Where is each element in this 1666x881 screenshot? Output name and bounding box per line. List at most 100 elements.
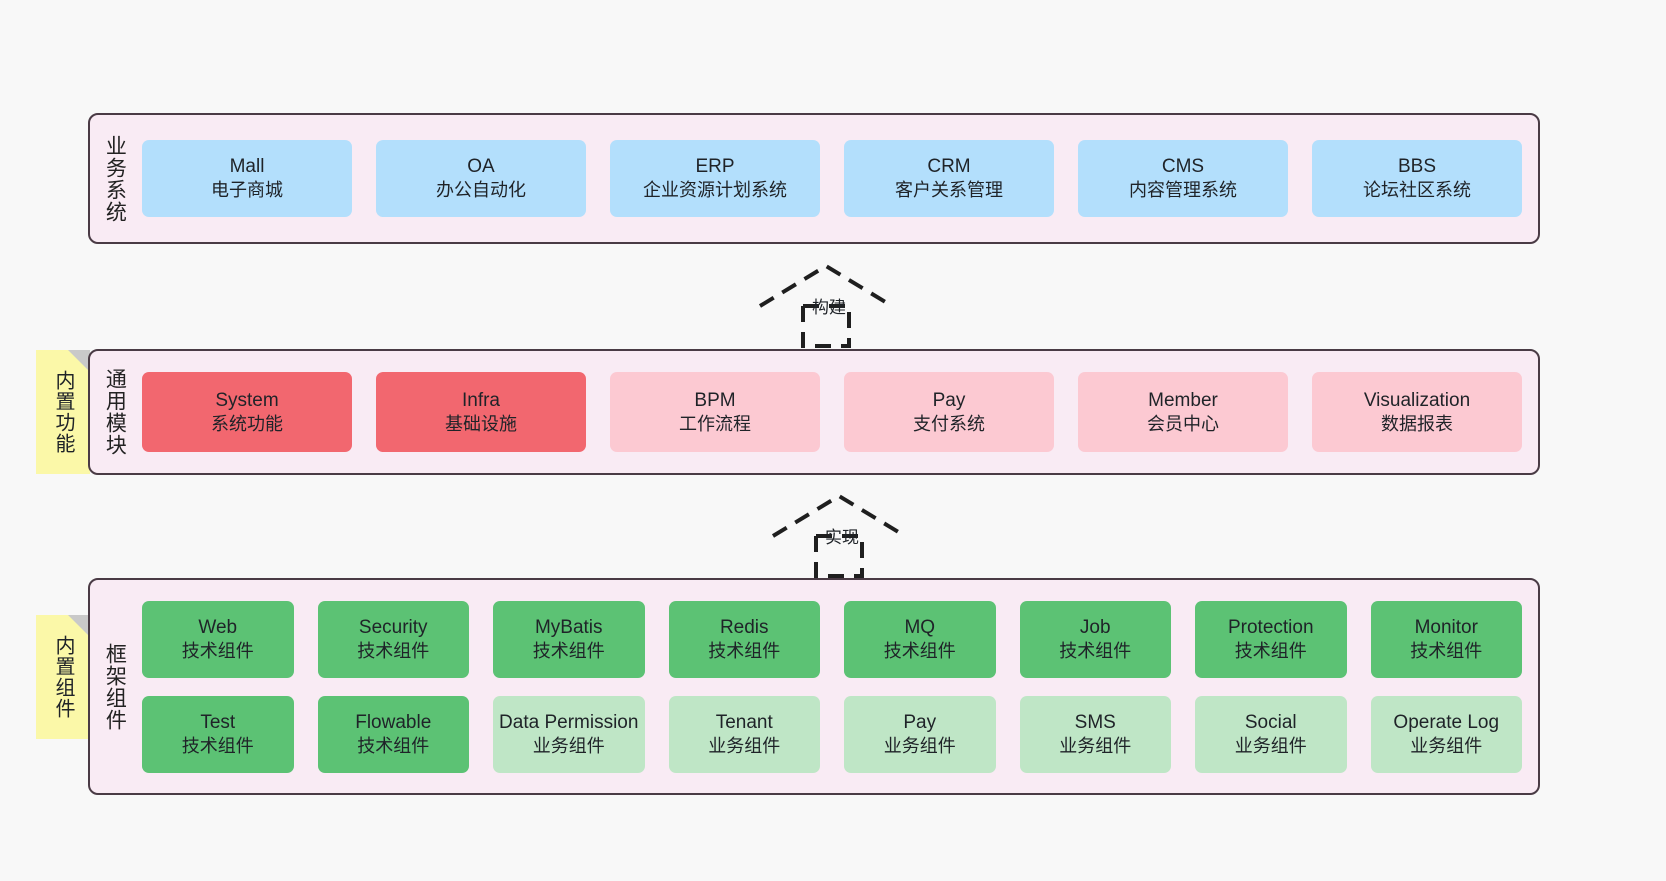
node-title: MyBatis [534, 616, 603, 638]
node-title: BPM [694, 389, 736, 411]
note-label: 内置组件 [52, 635, 74, 719]
node-subtitle: 业务组件 [1234, 735, 1307, 756]
node-operate-log[interactable]: Operate Log 业务组件 [1370, 695, 1522, 773]
node-subtitle: 业务组件 [1410, 735, 1483, 756]
node-title: Redis [719, 616, 769, 638]
node-subtitle: 内容管理系统 [1129, 180, 1237, 201]
node-subtitle: 客户关系管理 [895, 180, 1003, 201]
node-mybatis[interactable]: MyBatis 技术组件 [493, 600, 645, 678]
node-row: Mall 电子商城 OA 办公自动化 ERP 企业资源计划系统 CRM 客户关系… [142, 140, 1522, 217]
node-title: CRM [927, 156, 971, 178]
node-bpm[interactable]: BPM 工作流程 [610, 372, 820, 452]
node-subtitle: 技术组件 [181, 640, 254, 661]
note-builtin-features: 内置功能 [36, 350, 90, 474]
node-title: Pay [903, 711, 937, 733]
node-subtitle: 论坛社区系统 [1363, 180, 1471, 201]
node-subtitle: 技术组件 [1234, 640, 1307, 661]
layer-body-common-modules: System 系统功能 Infra 基础设施 BPM 工作流程 Pay 支付系统… [138, 351, 1538, 473]
node-title: Test [200, 711, 236, 733]
node-protection[interactable]: Protection 技术组件 [1195, 600, 1347, 678]
node-subtitle: 工作流程 [679, 413, 751, 434]
node-security[interactable]: Security 技术组件 [317, 600, 469, 678]
node-bbs[interactable]: BBS 论坛社区系统 [1312, 140, 1522, 217]
node-member[interactable]: Member 会员中心 [1078, 372, 1288, 452]
node-pay-component[interactable]: Pay 业务组件 [844, 695, 996, 773]
node-system[interactable]: System 系统功能 [142, 372, 352, 452]
node-title: Protection [1227, 616, 1314, 638]
node-monitor[interactable]: Monitor 技术组件 [1370, 600, 1522, 678]
layer-title-framework-components: 框架组件 [103, 642, 127, 731]
node-subtitle: 电子商城 [211, 180, 283, 201]
node-subtitle: 技术组件 [181, 735, 254, 756]
note-fold-corner [68, 350, 90, 372]
node-subtitle: 技术组件 [883, 640, 956, 661]
node-subtitle: 办公自动化 [436, 180, 526, 201]
node-test[interactable]: Test 技术组件 [142, 695, 294, 773]
node-title: Mall [229, 156, 265, 178]
node-mall[interactable]: Mall 电子商城 [142, 140, 352, 217]
node-subtitle: 企业资源计划系统 [643, 180, 787, 201]
node-title: Monitor [1414, 616, 1478, 638]
layer-title-common-modules: 通用模块 [103, 368, 127, 456]
node-title: Pay [932, 389, 966, 411]
layer-business-systems: 业务系统 Mall 电子商城 OA 办公自动化 ERP 企业资源计划系统 CRM… [88, 113, 1540, 244]
note-label: 内置功能 [52, 370, 74, 454]
node-title: System [215, 389, 279, 411]
note-builtin-components: 内置组件 [36, 615, 90, 739]
node-title: Social [1244, 711, 1297, 733]
node-title: SMS [1074, 711, 1116, 733]
node-flowable[interactable]: Flowable 技术组件 [317, 695, 469, 773]
node-subtitle: 业务组件 [883, 735, 956, 756]
node-mq[interactable]: MQ 技术组件 [844, 600, 996, 678]
layer-body-framework-components: Web 技术组件 Security 技术组件 MyBatis 技术组件 Redi… [138, 580, 1538, 793]
node-crm[interactable]: CRM 客户关系管理 [844, 140, 1054, 217]
node-pay-module[interactable]: Pay 支付系统 [844, 372, 1054, 452]
node-oa[interactable]: OA 办公自动化 [376, 140, 586, 217]
node-row: System 系统功能 Infra 基础设施 BPM 工作流程 Pay 支付系统… [142, 372, 1522, 452]
node-title: Job [1079, 616, 1111, 638]
note-fold-corner [68, 615, 90, 637]
node-social[interactable]: Social 业务组件 [1195, 695, 1347, 773]
layer-framework-components: 框架组件 Web 技术组件 Security 技术组件 MyBatis 技术组件… [88, 578, 1540, 795]
node-tenant[interactable]: Tenant 业务组件 [668, 695, 820, 773]
node-title: Operate Log [1393, 711, 1500, 733]
node-title: Security [358, 616, 428, 638]
node-title: Visualization [1363, 389, 1471, 411]
node-subtitle: 系统功能 [211, 413, 283, 434]
node-title: MQ [904, 616, 936, 638]
node-title: Web [198, 616, 238, 638]
connector-implement-label: 实现 [825, 528, 859, 547]
node-visualization[interactable]: Visualization 数据报表 [1312, 372, 1522, 452]
node-row: Test 技术组件 Flowable 技术组件 Data Permission … [142, 695, 1522, 773]
node-data-permission[interactable]: Data Permission 业务组件 [493, 695, 645, 773]
node-subtitle: 数据报表 [1381, 413, 1453, 434]
node-subtitle: 业务组件 [1059, 735, 1132, 756]
node-title: BBS [1397, 156, 1437, 178]
layer-common-modules: 通用模块 System 系统功能 Infra 基础设施 BPM 工作流程 Pay… [88, 349, 1540, 475]
node-subtitle: 技术组件 [1410, 640, 1483, 661]
node-infra[interactable]: Infra 基础设施 [376, 372, 586, 452]
node-job[interactable]: Job 技术组件 [1019, 600, 1171, 678]
node-cms[interactable]: CMS 内容管理系统 [1078, 140, 1288, 217]
node-redis[interactable]: Redis 技术组件 [668, 600, 820, 678]
node-subtitle: 业务组件 [532, 735, 605, 756]
node-title: Data Permission [499, 711, 639, 733]
node-subtitle: 会员中心 [1147, 413, 1219, 434]
node-subtitle: 支付系统 [913, 413, 985, 434]
layer-title-business-systems: 业务系统 [103, 134, 127, 223]
node-sms[interactable]: SMS 业务组件 [1019, 695, 1171, 773]
node-title: Tenant [715, 711, 773, 733]
connector-build-label: 构建 [812, 298, 846, 317]
node-row: Web 技术组件 Security 技术组件 MyBatis 技术组件 Redi… [142, 600, 1522, 678]
node-title: Flowable [355, 711, 432, 733]
node-web[interactable]: Web 技术组件 [142, 600, 294, 678]
node-subtitle: 技术组件 [357, 735, 430, 756]
node-title: Member [1148, 389, 1218, 411]
node-subtitle: 技术组件 [708, 640, 781, 661]
node-title: OA [467, 156, 495, 178]
node-subtitle: 技术组件 [357, 640, 430, 661]
node-erp[interactable]: ERP 企业资源计划系统 [610, 140, 820, 217]
node-title: ERP [695, 156, 735, 178]
node-subtitle: 基础设施 [445, 413, 517, 434]
